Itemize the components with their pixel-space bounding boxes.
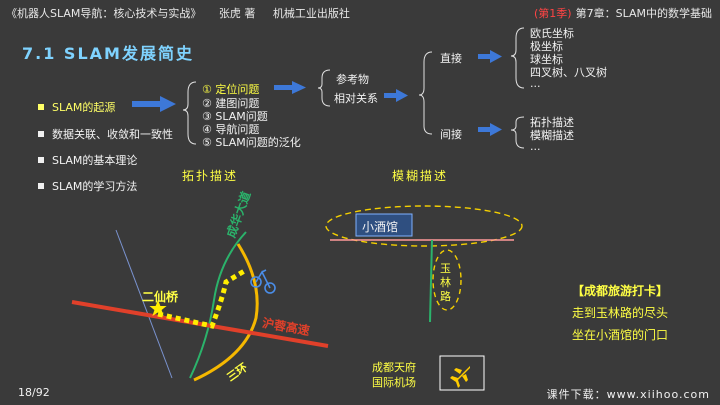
card-line1: 走到玉林路的尽头 [571, 306, 668, 320]
airplane-icon [450, 366, 470, 388]
sidebar-item-label: 数据关联、收敛和一致性 [52, 128, 173, 141]
sidebar-item-label: SLAM的起源 [52, 101, 116, 114]
third-ring-road [193, 243, 259, 382]
arrow-relative-to-branches [384, 89, 408, 102]
airport-box [439, 355, 485, 391]
bicycle-icon [250, 269, 276, 294]
direct-item-more: ... [530, 77, 541, 90]
yulin-ellipse [432, 249, 462, 311]
chapter-title: 第7章：SLAM中的数学基础 [575, 7, 712, 20]
brace-direct-indirect [418, 51, 433, 135]
airport-label-line1: 成都天府 [372, 361, 416, 374]
slide-title: 7.1 SLAM发展简史 [22, 44, 194, 63]
arrow-origin-to-list [132, 96, 176, 112]
sidebar-item-label: SLAM的基本理论 [52, 154, 138, 167]
tavern-label: 小酒馆 [362, 220, 399, 234]
yulin-road-label: 玉林路 [440, 262, 451, 303]
direct-item-spherical: 球坐标 [530, 53, 563, 66]
tavern-ellipse [325, 205, 523, 247]
star-icon [149, 300, 167, 316]
arrow-direct-to-items [478, 50, 502, 63]
thin-blue-road [115, 229, 173, 379]
indirect-item-more: ... [530, 140, 541, 153]
origin-item-generalization: ⑤ SLAM问题的泛化 [202, 136, 301, 149]
direct-item-polar: 极坐标 [530, 40, 563, 53]
arrow-indirect-to-items [478, 123, 502, 136]
origin-item-slam: ③ SLAM问题 [202, 110, 268, 123]
yulin-road-line [429, 239, 433, 323]
bullet-square [38, 157, 44, 163]
header-left: 《机器人SLAM导航：核心技术与实战》 张虎 著 机械工业出版社 [6, 5, 364, 21]
arrow-localization-to-reference [274, 81, 306, 94]
season-badge: (第1季) [534, 7, 572, 20]
brace-reference [317, 69, 331, 107]
brace-origin-list [182, 81, 197, 145]
reference-indirect: 间接 [440, 128, 462, 141]
bullet-square [38, 131, 44, 137]
sidebar-item-theory[interactable]: SLAM的基本理论 [38, 152, 137, 168]
route-dotted [157, 267, 248, 329]
airport-label-line2: 国际机场 [372, 376, 416, 389]
sidebar-item-label: SLAM的学习方法 [52, 180, 138, 193]
origin-item-localization: ① 定位问题 [202, 83, 260, 96]
sidebar-item-learning[interactable]: SLAM的学习方法 [38, 178, 137, 194]
card-line2: 坐在小酒馆的门口 [571, 328, 668, 342]
reference-relative: 相对关系 [334, 92, 378, 105]
cheng-hua-avenue-road [189, 231, 247, 379]
book-title: 《机器人SLAM导航：核心技术与实战》 [6, 7, 202, 20]
sidebar-item-association[interactable]: 数据关联、收敛和一致性 [38, 126, 173, 142]
indirect-item-fuzzy: 模糊描述 [530, 129, 574, 142]
topology-heading: 拓扑描述 [182, 169, 239, 183]
direct-item-tree: 四叉树、八叉树 [530, 66, 607, 79]
sidebar-item-origin[interactable]: SLAM的起源 [38, 99, 115, 115]
header-right: (第1季)第7章：SLAM中的数学基础 [534, 5, 712, 21]
bullet-square [38, 104, 44, 110]
card-title: 【成都旅游打卡】 [571, 284, 668, 298]
er-xian-qiao-label: 二仙桥 [142, 290, 179, 304]
author: 张虎 著 [218, 7, 256, 20]
brace-indirect-items [510, 116, 525, 149]
reference-direct: 直接 [440, 52, 462, 65]
tavern-box [355, 213, 413, 237]
brace-direct-items [510, 27, 525, 89]
fuzzy-heading: 模糊描述 [392, 169, 449, 183]
download-link[interactable]: 课件下载：www.xiihoo.com [546, 388, 710, 401]
direct-item-euclid: 欧氏坐标 [530, 27, 574, 40]
reference-title: 参考物 [336, 73, 369, 86]
origin-item-navigation: ④ 导航问题 [202, 123, 260, 136]
origin-item-mapping: ② 建图问题 [202, 97, 260, 110]
hu-rong-expressway-road [71, 300, 329, 348]
indirect-item-topology: 拓扑描述 [530, 116, 574, 129]
bullet-square [38, 183, 44, 189]
publisher: 机械工业出版社 [272, 7, 350, 20]
page-number: 18/92 [18, 386, 50, 399]
